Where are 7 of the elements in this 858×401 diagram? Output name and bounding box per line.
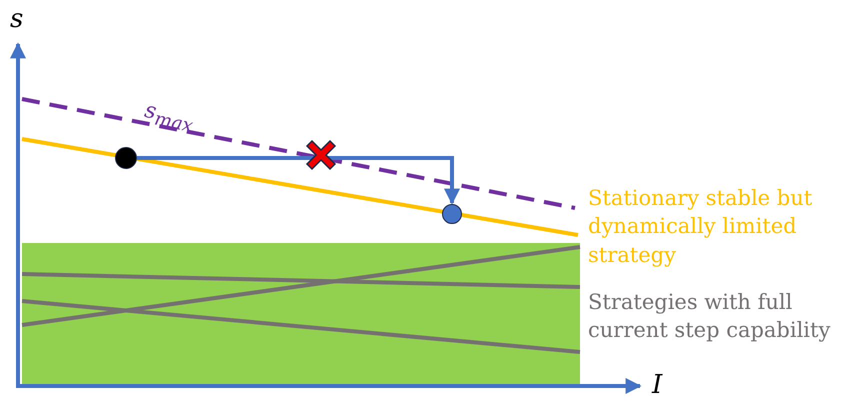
- end-dot: [442, 204, 462, 224]
- line-label: Stationary stable but dynamically limited strategy: [588, 185, 814, 269]
- arrow: [137, 156, 460, 205]
- axis-label: s: [10, 3, 24, 36]
- start-dot: [115, 147, 137, 169]
- line-label: Strategies with full current step capability: [588, 289, 832, 344]
- axis-label: I: [652, 369, 662, 401]
